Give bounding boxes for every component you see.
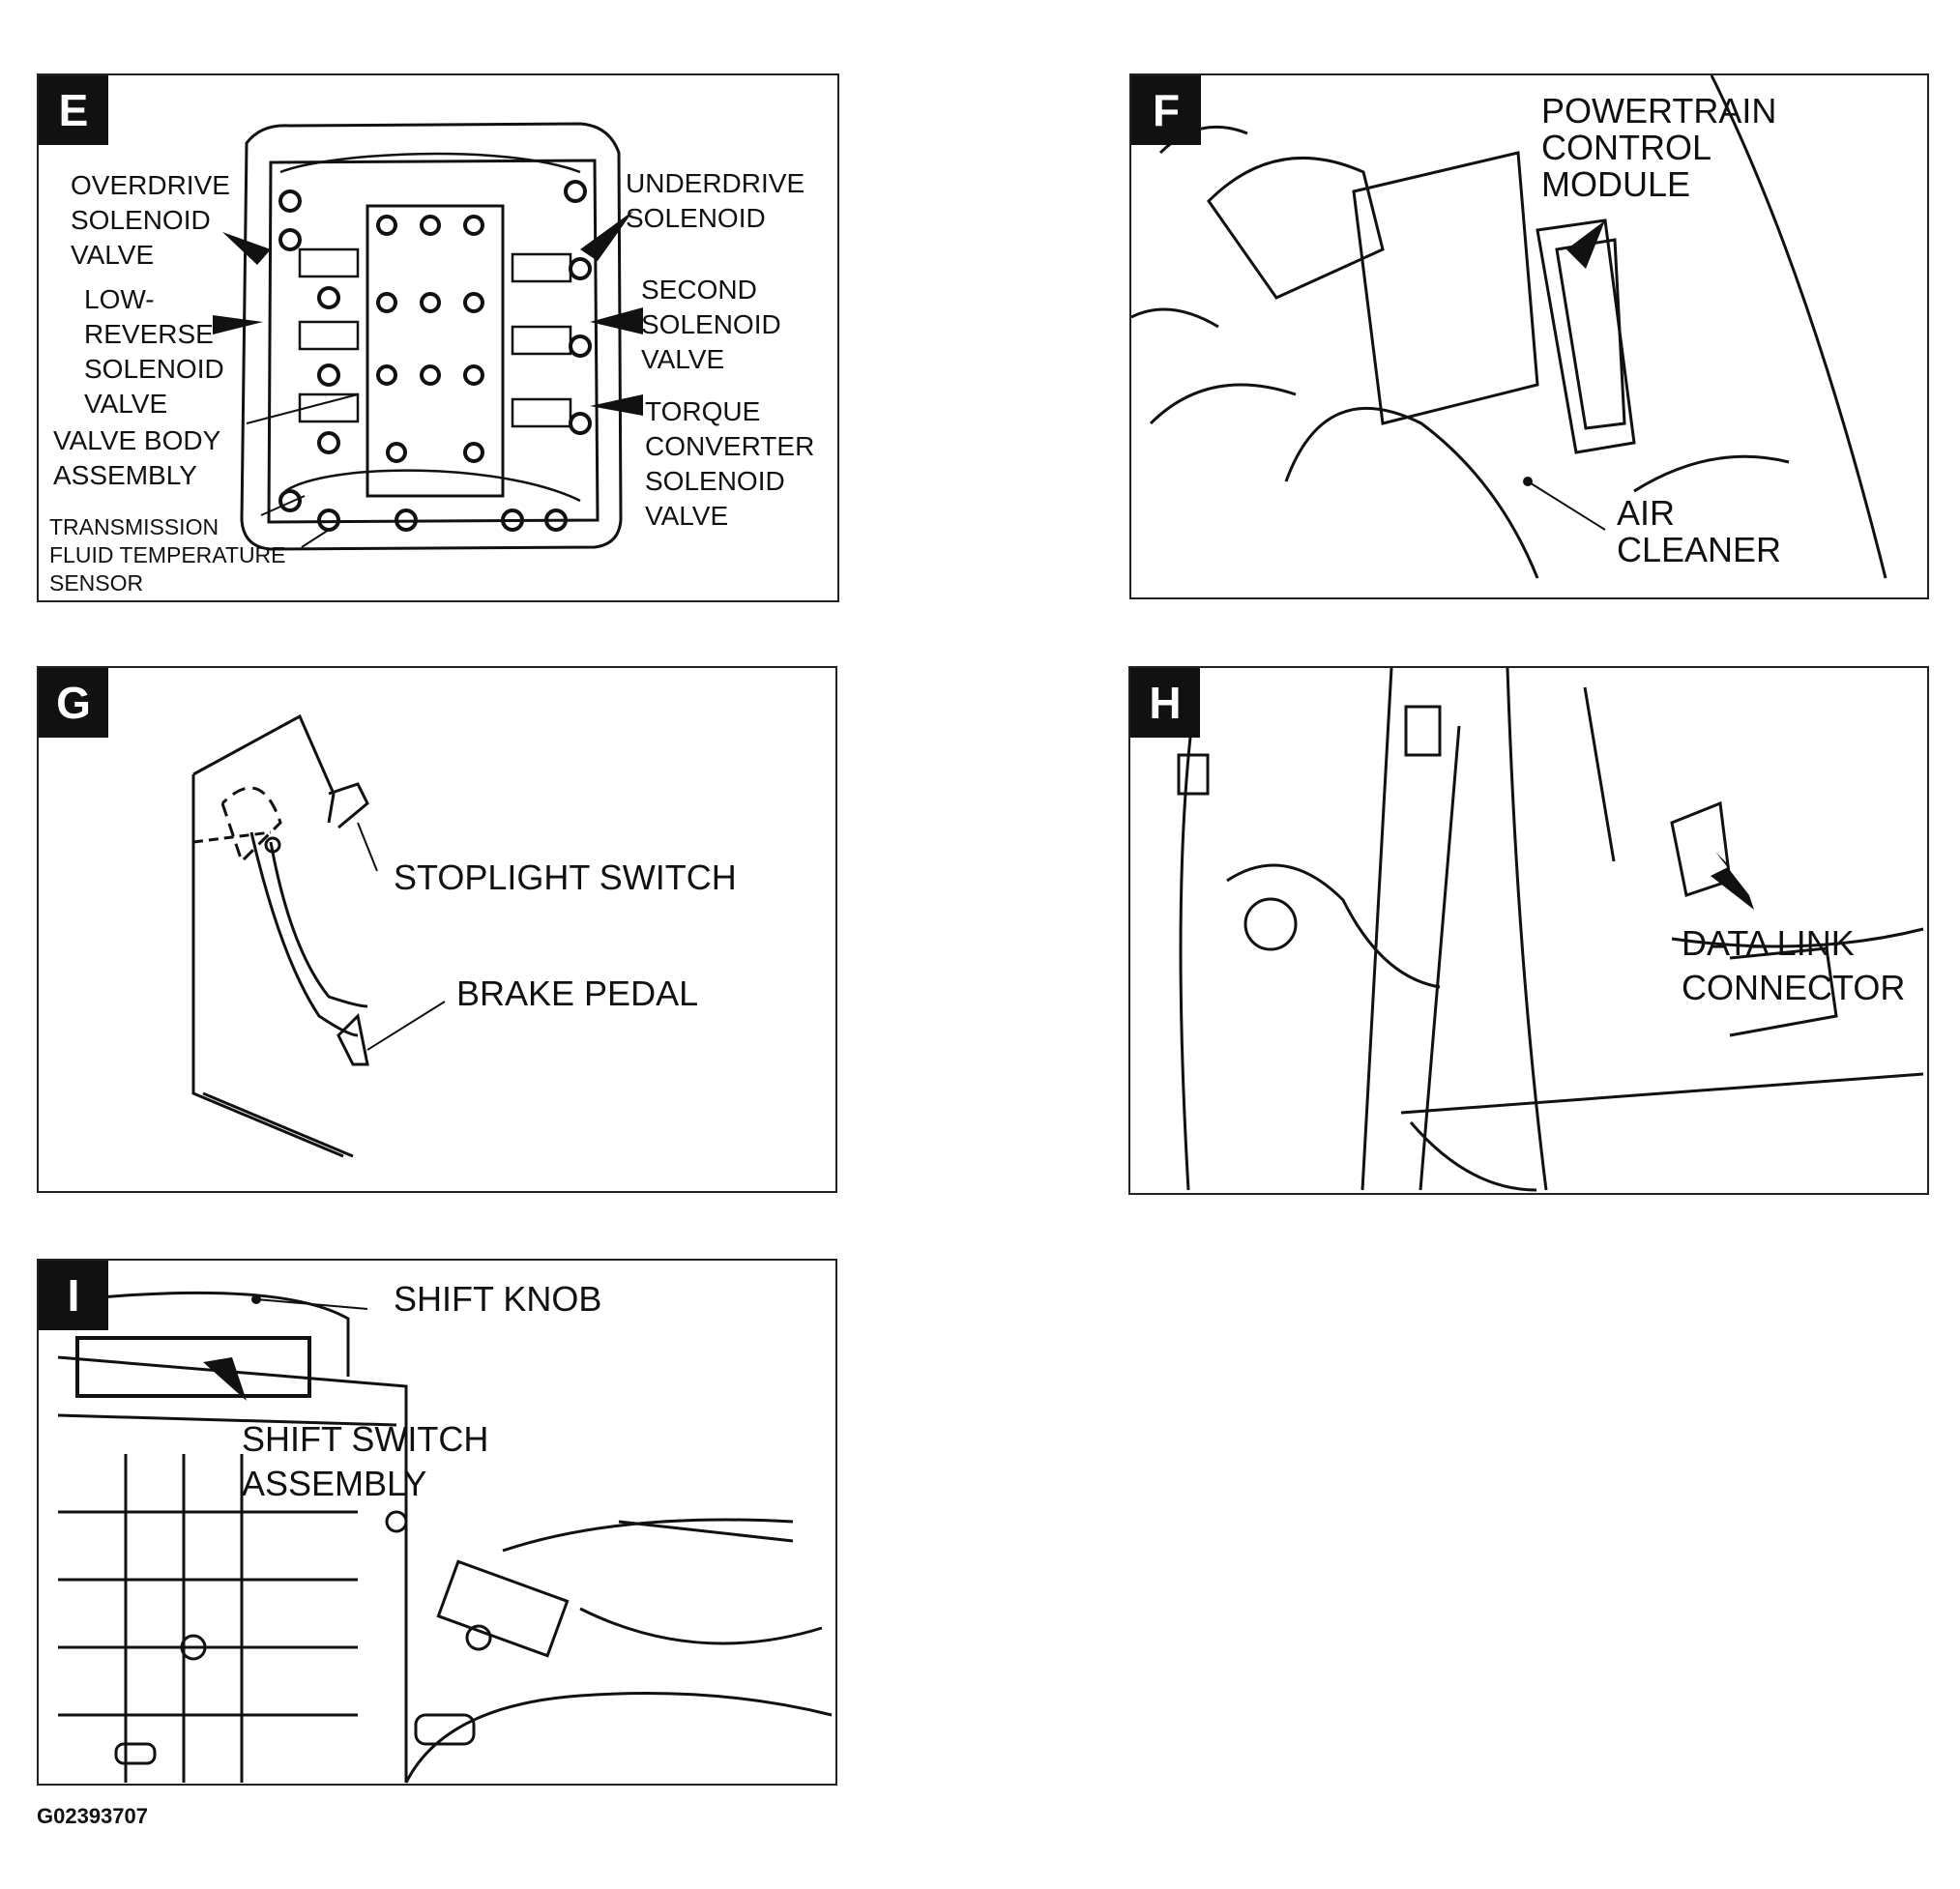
- figure-id: G02393707: [37, 1804, 148, 1828]
- brake-pedal-illustration: [191, 713, 446, 1158]
- second-solenoid-valve-label: SECOND SOLENOID VALVE: [641, 275, 781, 374]
- underdrive-solenoid-label: UNDERDRIVE SOLENOID: [626, 168, 805, 233]
- transmission-fluid-temperature-sensor-label: TRANSMISSION FLUID TEMPERATURE SENSOR: [49, 514, 286, 596]
- brake-pedal-label: BRAKE PEDAL: [456, 974, 699, 1013]
- valve-body-assembly-label: VALVE BODY ASSEMBLY: [53, 425, 221, 490]
- panel-i-tag: I: [39, 1261, 108, 1330]
- shift-switch-illustration: [57, 1291, 833, 1784]
- data-link-connector-label: DATA LINK CONNECTOR: [1682, 923, 1906, 1007]
- low-reverse-solenoid-valve-label: LOW- REVERSE SOLENOID VALVE: [84, 284, 224, 419]
- panel-f-tag: F: [1131, 75, 1201, 145]
- air-cleaner-label: AIR CLEANER: [1617, 493, 1782, 569]
- panel-h: H DATA LINK CONNECTOR: [1128, 666, 1929, 1195]
- panel-g: G STOPLIGHT SWITCH BRAKE PEDAL: [37, 666, 837, 1193]
- panel-g-tag: G: [39, 668, 108, 738]
- torque-converter-solenoid-valve-label: TORQUE CONVERTER SOLENOID VALVE: [645, 396, 815, 531]
- stoplight-switch-label: STOPLIGHT SWITCH: [394, 857, 737, 897]
- valve-body-illustration: [213, 122, 643, 551]
- engine-bay-illustration: [1131, 75, 1887, 579]
- shift-switch-assembly-label: SHIFT SWITCH ASSEMBLY: [242, 1419, 489, 1503]
- panel-i: I SHIFT KNOB SHIFT SWITCH ASSEMBLY: [37, 1259, 837, 1786]
- powertrain-control-module-label: POWERTRAIN CONTROL MODULE: [1541, 91, 1777, 204]
- overdrive-solenoid-valve-label: OVERDRIVE SOLENOID VALVE: [71, 170, 230, 270]
- shift-knob-label: SHIFT KNOB: [394, 1279, 602, 1319]
- panel-h-tag: H: [1130, 668, 1200, 738]
- panel-e: E OVERDRIVE SOLENOID VALVE UNDERDRIVE SO…: [37, 73, 839, 602]
- panel-f: F POWERTRAIN CONTROL MODULE AIR CLEANER: [1129, 73, 1929, 599]
- panel-e-tag: E: [39, 75, 108, 145]
